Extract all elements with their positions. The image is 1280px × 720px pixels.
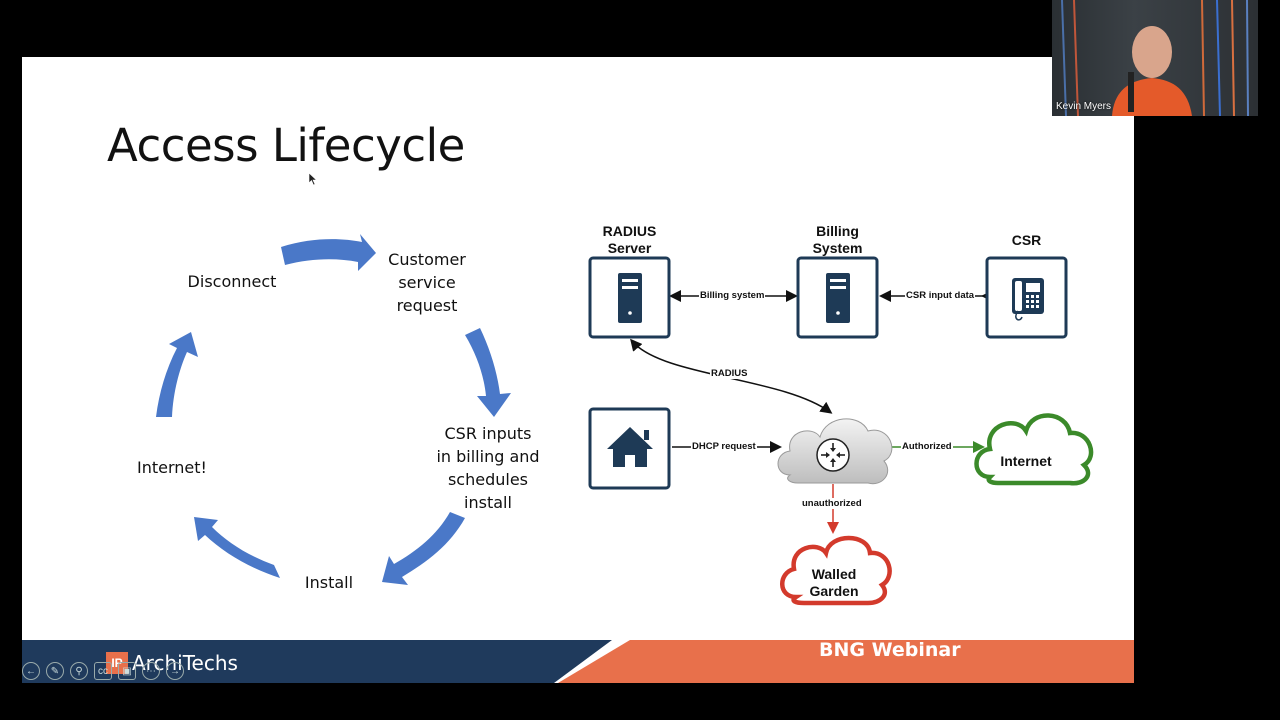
pen-icon[interactable]: ✎ — [46, 662, 64, 680]
cursor-icon — [308, 172, 318, 186]
cycle-label-customer-service-request: Customer service request — [388, 250, 466, 315]
more-icon[interactable]: ⋯ — [142, 662, 160, 680]
router-cloud — [777, 418, 893, 485]
lifecycle-cycle — [156, 234, 511, 585]
cc-icon[interactable]: cc — [94, 662, 112, 680]
home-box — [588, 407, 671, 490]
webcam-video-tile[interactable]: Kevin Myers — [1052, 0, 1258, 116]
label-walled-garden: Walled Garden — [809, 566, 859, 599]
conn-label-billing-system: Billing system — [699, 290, 766, 301]
radius-server-box — [588, 256, 671, 339]
cycle-label-disconnect: Disconnect — [187, 272, 277, 291]
server-icon — [618, 273, 642, 323]
csr-box — [985, 256, 1068, 339]
cycle-label-install: Install — [304, 573, 354, 592]
conn-label-unauthorized: unauthorized — [801, 498, 863, 509]
participant-video — [1061, 0, 1249, 116]
slide-title: Access Lifecycle — [107, 119, 465, 172]
house-icon — [607, 427, 653, 467]
cycle-arrow — [156, 332, 198, 417]
label-radius-server: RADIUS Server — [602, 223, 657, 256]
cycle-label-internet: Internet! — [137, 458, 207, 477]
billing-system-box — [796, 256, 879, 339]
slide: Access Lifecycle Customer service reques… — [22, 57, 1134, 683]
cycle-arrow — [194, 517, 280, 578]
conn-label-authorized: Authorized — [901, 441, 953, 452]
cycle-arrow — [281, 234, 376, 271]
crop-icon[interactable]: ▣ — [118, 662, 136, 680]
participant-name: Kevin Myers — [1056, 101, 1112, 112]
router-icon — [816, 438, 850, 472]
cloud-icon — [780, 535, 892, 606]
presentation-controls: ← ✎ ⚲ cc ▣ ⋯ → — [22, 662, 184, 680]
network-diagram — [588, 256, 1094, 606]
label-internet-cloud: Internet — [1000, 453, 1052, 469]
label-billing-system: Billing System — [812, 223, 863, 256]
cycle-label-csr-inputs: CSR inputs in billing and schedules inst… — [436, 424, 540, 512]
cloud-icon — [974, 413, 1094, 486]
cycle-arrow — [382, 512, 465, 585]
zoom-icon[interactable]: ⚲ — [70, 662, 88, 680]
forward-icon[interactable]: → — [166, 662, 184, 680]
conn-label-radius: RADIUS — [710, 368, 749, 379]
cycle-arrow — [465, 328, 511, 417]
phone-icon — [1012, 278, 1044, 321]
conn-label-dhcp: DHCP request — [691, 441, 757, 452]
label-csr: CSR — [1011, 232, 1042, 248]
back-icon[interactable]: ← — [22, 662, 40, 680]
server-icon — [826, 273, 850, 323]
footer-title: BNG Webinar — [819, 639, 961, 661]
conn-label-csr-input: CSR input data — [905, 290, 976, 301]
